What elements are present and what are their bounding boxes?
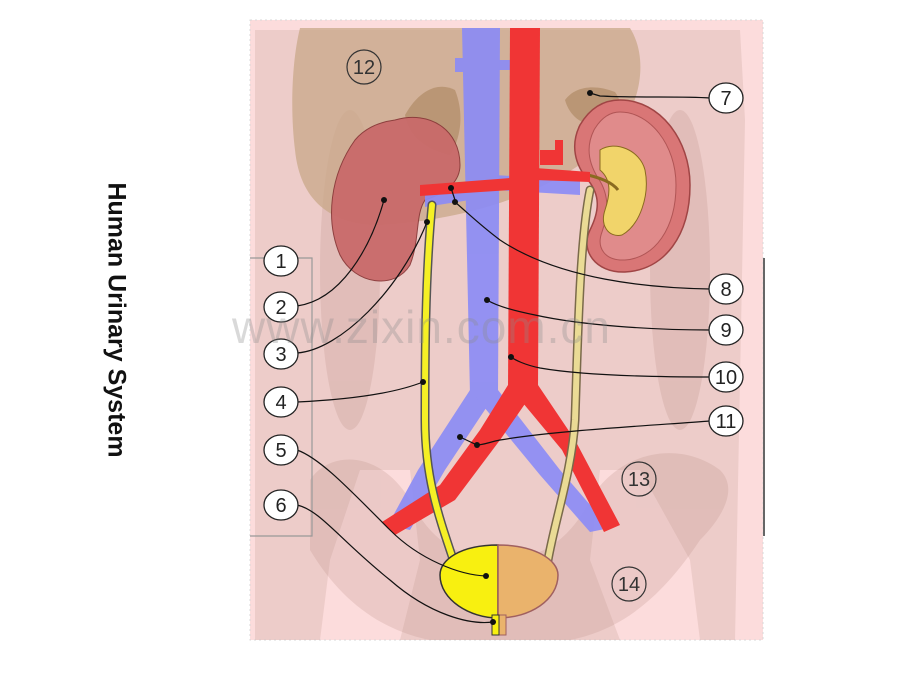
callout-label: 6 xyxy=(275,495,286,517)
region-14: 14 xyxy=(611,566,647,602)
region-13: 13 xyxy=(621,461,657,497)
callout-circle xyxy=(263,291,299,323)
callout-circle xyxy=(708,405,744,437)
region-12: 12 xyxy=(346,49,382,85)
region-label: 14 xyxy=(618,574,640,596)
region-label: 13 xyxy=(628,469,650,491)
panel-border xyxy=(249,19,764,641)
callout-label: 1 xyxy=(275,251,286,273)
bladder xyxy=(439,544,559,636)
kidney-left xyxy=(573,99,691,273)
callout-circle xyxy=(708,314,744,346)
region-circle xyxy=(346,49,382,85)
callout-label: 10 xyxy=(715,367,737,389)
callout-circle xyxy=(708,273,744,305)
kidney-right xyxy=(331,116,461,282)
callout-7: 7 xyxy=(708,82,744,114)
callout-circle xyxy=(263,489,299,521)
callout-circle xyxy=(263,434,299,466)
region-circle xyxy=(621,461,657,497)
callout-9: 9 xyxy=(708,314,744,346)
callout-8: 8 xyxy=(708,273,744,305)
watermark: www.zixin.com.cn xyxy=(232,301,611,353)
callout-label: 4 xyxy=(275,392,286,414)
leader-lines xyxy=(296,92,711,624)
aorta xyxy=(382,28,620,535)
callout-circle xyxy=(708,82,744,114)
callout-11: 11 xyxy=(708,405,744,437)
callout-label: 7 xyxy=(720,88,731,110)
callout-1: 1 xyxy=(263,245,299,277)
callout-label: 11 xyxy=(716,411,737,433)
callout-4: 4 xyxy=(263,386,299,418)
callouts: 1 2 3 4 5 6 7 8 9 10 11 xyxy=(263,82,744,521)
callout-label: 3 xyxy=(275,344,286,366)
callout-circle xyxy=(708,361,744,393)
callout-label: 5 xyxy=(275,440,286,462)
callout-3: 3 xyxy=(263,338,299,370)
callout-6: 6 xyxy=(263,489,299,521)
region-labels: 12 13 14 xyxy=(346,49,657,602)
callout-label: 9 xyxy=(720,320,731,342)
callout-circle xyxy=(263,386,299,418)
callout-circle xyxy=(263,338,299,370)
region-label: 12 xyxy=(353,57,375,79)
callout-2: 2 xyxy=(263,291,299,323)
callout-label: 8 xyxy=(720,279,731,301)
ureters xyxy=(420,185,595,570)
leader-dots xyxy=(381,90,593,625)
callout-10: 10 xyxy=(708,361,744,393)
callout-5: 5 xyxy=(263,434,299,466)
callout-circle xyxy=(263,245,299,277)
region-circle xyxy=(611,566,647,602)
callout-label: 2 xyxy=(275,297,286,319)
